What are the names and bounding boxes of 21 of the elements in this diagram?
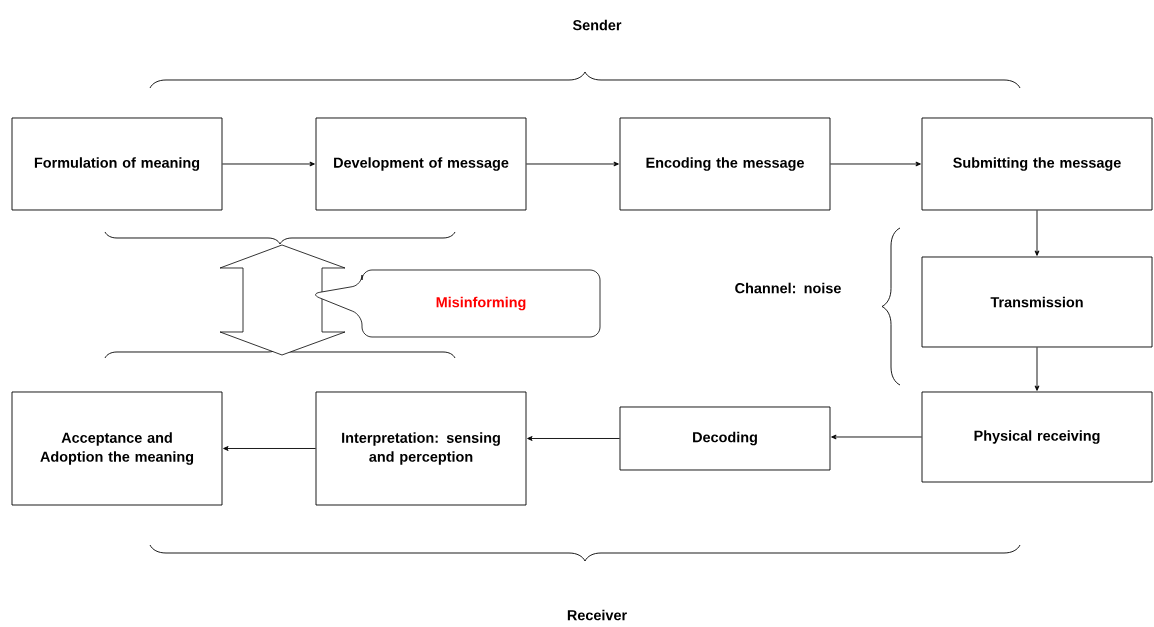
process-box: Physical receiving [921,391,1153,483]
text-label: Receiver [567,609,627,621]
text-label: Sender [572,19,622,31]
process-box: Decoding [619,406,831,471]
process-box: Development of message [315,117,527,211]
arrow [527,436,620,441]
process-box: Acceptance and Adoption the meaning [11,391,223,506]
arrow [1034,347,1040,391]
arrow [1034,210,1040,256]
arrow [223,446,316,451]
process-box: Encoding the message [619,117,831,211]
process-box: Interpretation: sensing and perception [315,391,527,506]
arrow [831,434,922,440]
callout-box: Misinforming [315,269,601,338]
arrow [222,161,315,167]
text-label: Channel: noise [735,282,841,294]
process-box: Submitting the message [921,117,1153,211]
process-box: Transmission [921,256,1153,348]
process-box: Formulation of meaning [11,117,223,211]
arrow [526,161,619,167]
arrow [830,161,921,167]
